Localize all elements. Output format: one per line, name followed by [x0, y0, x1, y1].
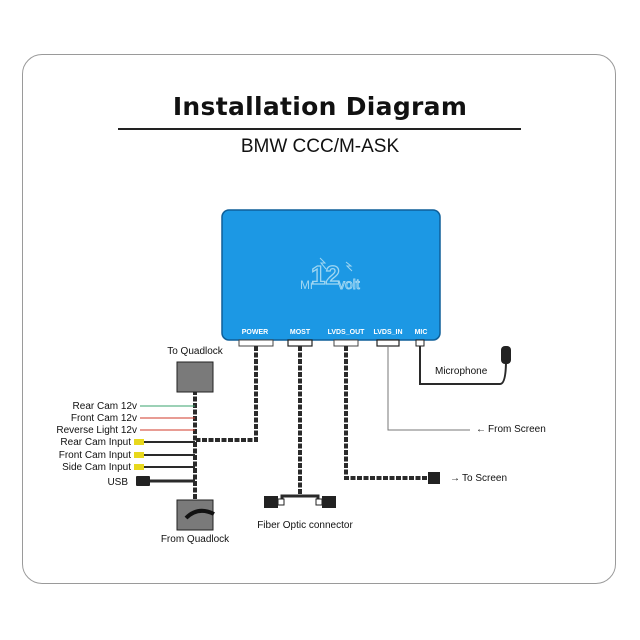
lvds-out-cable [344, 346, 428, 480]
label-usb: USB [107, 477, 128, 488]
rca-plug-icon [134, 439, 144, 445]
fiber-branch-right [300, 494, 320, 502]
title-divider [118, 128, 521, 130]
quadlock-connector-top [176, 361, 214, 393]
port-label-most: MOST [290, 329, 311, 336]
label-rear-cam-12v: Rear Cam 12v [73, 401, 137, 412]
rca-plug-icon [134, 452, 144, 458]
to-screen-connector [428, 472, 440, 484]
usb-plug-icon [136, 476, 150, 486]
label-side-cam-input: Side Cam Input [62, 462, 131, 473]
lvds-out-connector [333, 339, 359, 347]
port-label-power: POWER [242, 329, 268, 336]
mic-cable [419, 346, 507, 385]
microphone-icon [501, 346, 511, 364]
interface-module [221, 209, 441, 341]
mr12volt-logo: Mr 12 volt [300, 257, 360, 292]
lightning-icon [319, 257, 327, 270]
power-connector [238, 339, 274, 347]
lightning-icon [345, 261, 353, 272]
page-subtitle: BMW CCC/M-ASK [240, 136, 400, 157]
fiber-branch-left [280, 494, 300, 502]
label-from-screen: From Screen [488, 424, 546, 435]
logo-volt: volt [338, 276, 360, 292]
label-front-cam-12v: Front Cam 12v [71, 413, 137, 424]
from-screen-arrow-icon: ← [476, 424, 486, 435]
port-label-lvds-in: LVDS_IN [373, 329, 402, 336]
quadlock-connector-bottom [176, 499, 214, 531]
page-title: Installation Diagram [172, 92, 468, 121]
logo-mr: Mr [300, 278, 314, 292]
logo-12: 12 [311, 260, 340, 290]
label-microphone: Microphone [435, 366, 488, 377]
label-reverse-light-12v: Reverse Light 12v [56, 425, 137, 436]
most-connector [287, 339, 313, 347]
label-front-cam-input: Front Cam Input [59, 450, 131, 461]
label-fiber-optic: Fiber Optic connector [257, 520, 353, 531]
lvds-in-cable [387, 346, 470, 431]
lvds-in-connector [376, 339, 400, 347]
fiber-connector-right [322, 496, 336, 508]
mic-connector [415, 339, 425, 347]
fiber-connector-left [264, 496, 278, 508]
label-to-screen: To Screen [462, 473, 507, 484]
label-from-quadlock: From Quadlock [161, 534, 230, 545]
rca-plug-icon [134, 464, 144, 470]
to-screen-arrow-icon: → [450, 473, 460, 484]
power-cable [196, 346, 258, 442]
port-label-lvds-out: LVDS_OUT [328, 329, 366, 336]
label-rear-cam-input: Rear Cam Input [60, 437, 131, 448]
port-label-mic: MIC [415, 329, 428, 336]
label-to-quadlock: To Quadlock [167, 346, 224, 357]
quadlock-cable-loop [184, 508, 215, 520]
